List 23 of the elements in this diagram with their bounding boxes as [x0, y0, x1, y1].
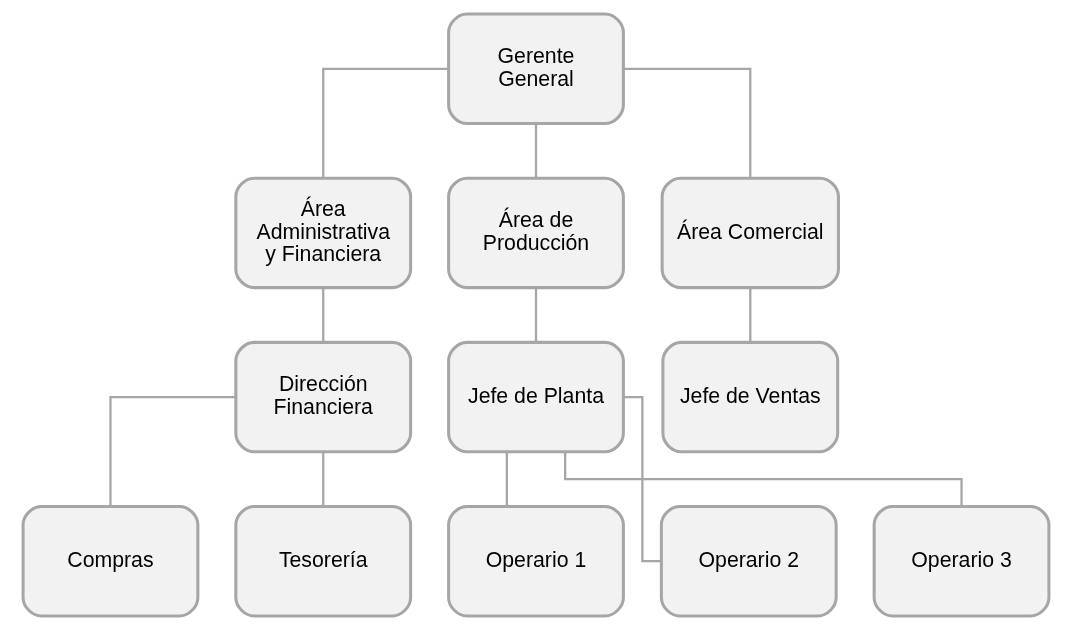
node-box: Operario 3	[872, 504, 1050, 618]
connector	[505, 452, 508, 506]
connector	[321, 452, 324, 506]
node-box: Operario 2	[659, 504, 838, 618]
node-box: Tesorería	[233, 504, 412, 618]
node-box: Operario 1	[446, 504, 625, 618]
connector	[321, 67, 448, 178]
connector	[563, 451, 963, 507]
connector	[623, 67, 751, 178]
node-box: Jefe de Ventas	[660, 340, 839, 454]
node-box: Área de Producción	[446, 176, 625, 290]
node-box: Área Comercial	[660, 176, 840, 290]
connector	[748, 288, 751, 342]
node-box: Área Administrativa y Financiera	[233, 176, 412, 290]
connector	[623, 395, 661, 563]
node-box: Dirección Financiera	[233, 340, 412, 454]
connector	[321, 288, 324, 342]
node-box: Jefe de Planta	[446, 340, 625, 454]
connector	[108, 395, 235, 507]
node-box: Gerente General	[446, 12, 625, 126]
node-box: Compras	[21, 504, 199, 618]
connector	[534, 288, 537, 342]
connector	[534, 123, 537, 178]
